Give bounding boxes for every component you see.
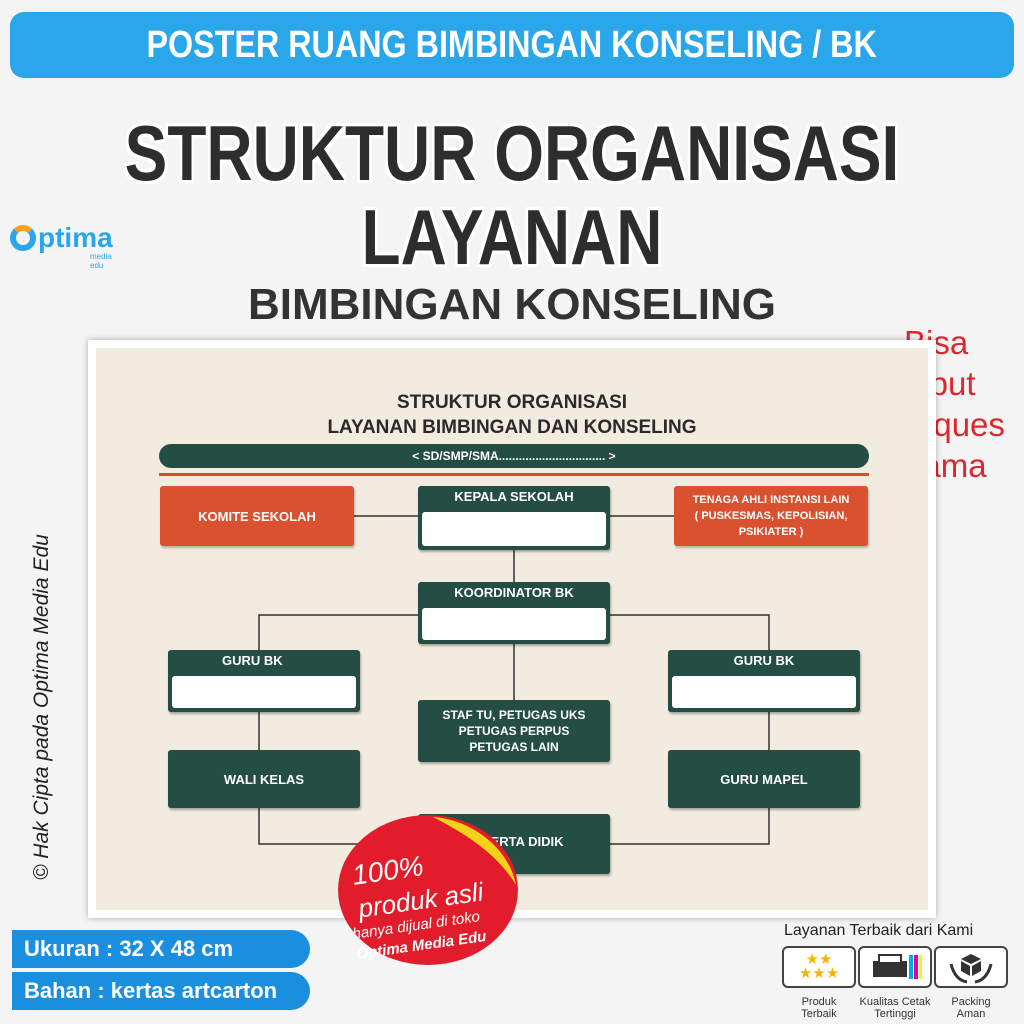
wali-kelas-box: WALI KELAS — [168, 750, 360, 808]
stars-icon: ★★★★★ — [782, 946, 856, 988]
guru-bk-left-label: GURU BK — [222, 653, 283, 668]
kepala-sekolah-label: KEPALA SEKOLAH — [454, 489, 574, 504]
poster-title-1: STRUKTUR ORGANISASI — [396, 392, 628, 413]
guru-bk-right-label: GURU BK — [733, 653, 795, 668]
tenaga-line: ( PUSKESMAS, KEPOLISIAN, — [694, 510, 848, 522]
service-label-line: Aman — [956, 1008, 986, 1020]
logo-o-icon — [10, 225, 36, 251]
poster-title-2: LAYANAN BIMBINGAN DAN KONSELING — [327, 417, 697, 438]
logo-text: ptima — [38, 222, 113, 253]
staf-line: PETUGAS LAIN — [469, 740, 559, 754]
header-banner-text: POSTER RUANG BIMBINGAN KONSELING / BK — [146, 23, 878, 66]
optima-logo: ptima media edu — [10, 222, 113, 270]
services-title: Layanan Terbaik dari Kami — [784, 922, 974, 939]
connector-lines — [258, 515, 770, 845]
divider-line — [159, 473, 869, 476]
koordinator-bk-box: KOORDINATOR BK — [418, 582, 610, 644]
koordinator-bk-name-field — [422, 608, 606, 640]
main-title-line1: STRUKTUR ORGANISASI — [124, 109, 900, 197]
service-label-line: Packing — [951, 996, 991, 1008]
tenaga-line: PSIKIATER ) — [738, 526, 804, 538]
koordinator-bk-label: KOORDINATOR BK — [454, 585, 574, 600]
poster-frame: STRUKTUR ORGANISASI LAYANAN BIMBINGAN DA… — [88, 340, 936, 918]
staf-line: PETUGAS PERPUS — [458, 724, 570, 738]
original-product-badge: 100% produk asli hanya dijual di toko Op… — [338, 815, 528, 965]
staf-line: STAF TU, PETUGAS UKS — [442, 708, 586, 722]
main-title-line2: LAYANAN — [361, 193, 663, 281]
tenaga-ahli-box: TENAGA AHLI INSTANSI LAIN ( PUSKESMAS, K… — [674, 486, 868, 546]
copyright-text: © Hak Cipta pada Optima Media Edu — [30, 534, 53, 880]
header-banner: POSTER RUANG BIMBINGAN KONSELING / BK — [10, 12, 1014, 78]
service-label: Packing Aman — [931, 996, 1011, 1020]
guru-mapel-box: GURU MAPEL — [668, 750, 860, 808]
kepala-sekolah-box: KEPALA SEKOLAH — [418, 486, 610, 550]
staf-box: STAF TU, PETUGAS UKS PETUGAS PERPUS PETU… — [418, 700, 610, 762]
guru-bk-right-box: GURU BK — [668, 650, 860, 712]
main-subtitle: BIMBINGAN KONSELING — [248, 280, 776, 329]
ukuran-pill: Ukuran : 32 X 48 cm — [12, 930, 310, 968]
kepala-sekolah-name-field — [422, 512, 606, 546]
service-label: Kualitas Cetak Tertinggi — [855, 996, 935, 1020]
service-label-line: Kualitas Cetak — [859, 996, 931, 1008]
tenaga-line: TENAGA AHLI INSTANSI LAIN — [692, 494, 850, 506]
school-bar: < SD/SMP/SMA............................… — [159, 444, 869, 468]
guru-bk-left-box: GURU BK — [168, 650, 360, 712]
service-label-line: Produk — [801, 996, 837, 1008]
guru-bk-right-name-field — [672, 676, 856, 708]
badge-curl-icon — [433, 817, 516, 885]
guru-bk-left-name-field — [172, 676, 356, 708]
logo-subtext: media edu — [90, 252, 112, 270]
poster-content: STRUKTUR ORGANISASI LAYANAN BIMBINGAN DA… — [96, 348, 928, 910]
service-label-line: Terbaik — [801, 1008, 837, 1020]
komite-sekolah-box: KOMITE SEKOLAH — [160, 486, 354, 546]
service-label-line: Tertinggi — [874, 1008, 916, 1020]
printer-icon — [858, 946, 932, 988]
service-label: Produk Terbaik — [779, 996, 859, 1020]
package-icon — [934, 946, 1008, 988]
bahan-pill: Bahan : kertas artcarton — [12, 972, 310, 1010]
